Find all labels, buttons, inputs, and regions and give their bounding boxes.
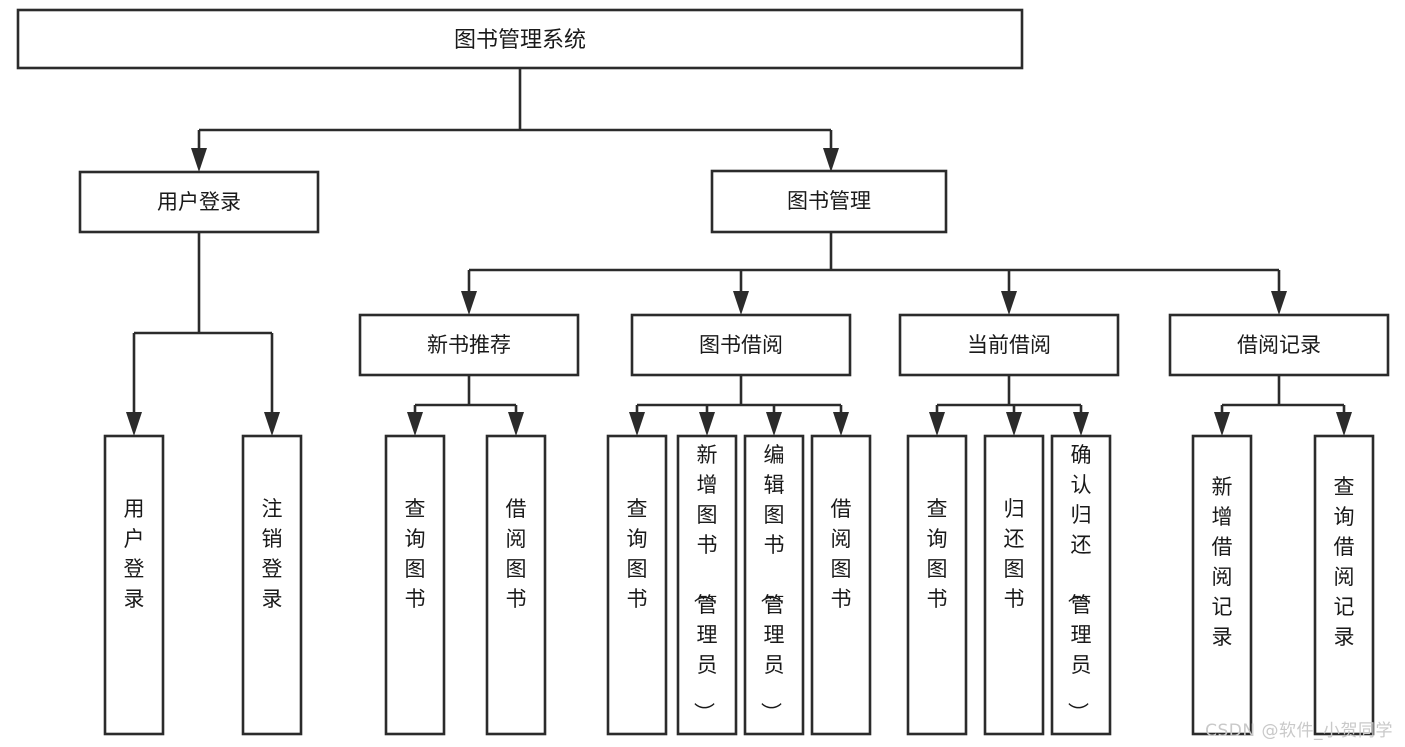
node-leaf-borrow-book-1[interactable]: 借阅图书 [485,434,547,736]
node-root-system-box[interactable] [16,8,1024,70]
arrowhead-leaf-query-book-3 [929,412,945,436]
node-leaf-add-record[interactable]: 新增借阅记录 [1191,434,1253,736]
node-leaf-confirm-return[interactable]: 确认归还（管理员） [1050,434,1112,736]
node-root-system[interactable]: 图书管理系统 [16,8,1024,70]
node-leaf-query-book-2[interactable]: 查询图书 [606,434,668,736]
node-leaf-add-record-label: 新增借阅记录 [1212,475,1233,649]
node-leaf-query-book-1[interactable]: 查询图书 [384,434,446,736]
node-leaf-return-book[interactable]: 归还图书 [983,434,1045,736]
node-borrow-record-box[interactable] [1168,313,1390,377]
node-user-login-label: 用户登录 [157,190,241,214]
node-leaf-return-book-label: 归还图书 [1004,497,1025,611]
node-leaf-query-book-2-box[interactable] [606,434,668,736]
node-leaf-borrow-book-2-label: 借阅图书 [831,497,852,611]
node-leaf-add-book-label: 新增图书（管理员） [692,443,718,723]
node-leaf-edit-book-label: 编辑图书（管理员） [759,443,785,723]
arrowhead-leaf-logout-login [264,412,280,436]
arrowhead-leaf-query-record [1336,412,1352,436]
node-book-borrow-label: 图书借阅 [699,333,783,357]
node-leaf-edit-book[interactable]: 编辑图书（管理员） [743,434,805,736]
node-leaf-query-book-3-label: 查询图书 [927,497,948,611]
node-leaf-query-book-1-box[interactable] [384,434,446,736]
node-book-manage[interactable]: 图书管理 [710,169,948,234]
node-leaf-user-login-box[interactable] [103,434,165,736]
node-leaf-logout-login-box[interactable] [241,434,303,736]
node-book-borrow[interactable]: 图书借阅 [630,313,852,377]
node-leaf-logout-login[interactable]: 注销登录 [241,434,303,736]
node-leaf-edit-book-box[interactable] [743,434,805,736]
node-leaf-user-login-label: 用户登录 [124,497,145,611]
arrowhead-book-manage [823,148,839,172]
node-leaf-query-record[interactable]: 查询借阅记录 [1313,434,1375,736]
node-borrow-record-label: 借阅记录 [1237,333,1321,357]
node-leaf-add-record-box[interactable] [1191,434,1253,736]
node-leaf-query-book-3[interactable]: 查询图书 [906,434,968,736]
node-new-book-recommend[interactable]: 新书推荐 [358,313,580,377]
node-leaf-query-record-box[interactable] [1313,434,1375,736]
node-leaf-borrow-book-2[interactable]: 借阅图书 [810,434,872,736]
arrowhead-leaf-query-book-1 [407,412,423,436]
node-leaf-logout-login-label: 注销登录 [262,497,283,611]
arrowhead-leaf-add-record [1214,412,1230,436]
node-leaf-query-book-1-label: 查询图书 [405,497,426,611]
connector-layer [126,68,1352,436]
node-current-borrow-label: 当前借阅 [967,333,1051,357]
arrowhead-leaf-borrow-book-2 [833,412,849,436]
arrowhead-borrow-record [1271,291,1287,315]
node-leaf-borrow-book-1-label: 借阅图书 [506,497,527,611]
arrowhead-current-borrow [1001,291,1017,315]
node-borrow-record[interactable]: 借阅记录 [1168,313,1390,377]
node-user-login-box[interactable] [78,170,320,234]
arrowhead-new-book-recommend [461,291,477,315]
node-user-login[interactable]: 用户登录 [78,170,320,234]
node-leaf-query-book-3-box[interactable] [906,434,968,736]
arrowhead-leaf-confirm-return [1073,412,1089,436]
arrowhead-leaf-borrow-book-1 [508,412,524,436]
node-leaf-add-book-box[interactable] [676,434,738,736]
watermark-label: CSDN @软件_小贺同学 [1205,721,1393,741]
node-leaf-return-book-box[interactable] [983,434,1045,736]
node-new-book-recommend-label: 新书推荐 [427,333,511,357]
node-book-manage-box[interactable] [710,169,948,234]
node-current-borrow-box[interactable] [898,313,1120,377]
arrowhead-leaf-edit-book [766,412,782,436]
arrowhead-leaf-return-book [1006,412,1022,436]
node-leaf-query-book-2-label: 查询图书 [627,497,648,611]
node-leaf-add-book[interactable]: 新增图书（管理员） [676,434,738,736]
arrowhead-leaf-add-book [699,412,715,436]
node-leaf-confirm-return-label: 确认归还（管理员） [1066,443,1092,723]
node-root-system-label: 图书管理系统 [454,28,586,53]
node-leaf-borrow-book-2-box[interactable] [810,434,872,736]
arrowhead-leaf-user-login [126,412,142,436]
node-leaf-user-login[interactable]: 用户登录 [103,434,165,736]
node-book-manage-label: 图书管理 [787,189,871,213]
node-book-borrow-box[interactable] [630,313,852,377]
node-current-borrow[interactable]: 当前借阅 [898,313,1120,377]
arrowhead-leaf-query-book-2 [629,412,645,436]
node-leaf-borrow-book-1-box[interactable] [485,434,547,736]
arrowhead-user-login [191,148,207,172]
node-new-book-recommend-box[interactable] [358,313,580,377]
arrowhead-book-borrow [733,291,749,315]
node-leaf-confirm-return-box[interactable] [1050,434,1112,736]
node-leaf-query-record-label: 查询借阅记录 [1334,475,1355,649]
